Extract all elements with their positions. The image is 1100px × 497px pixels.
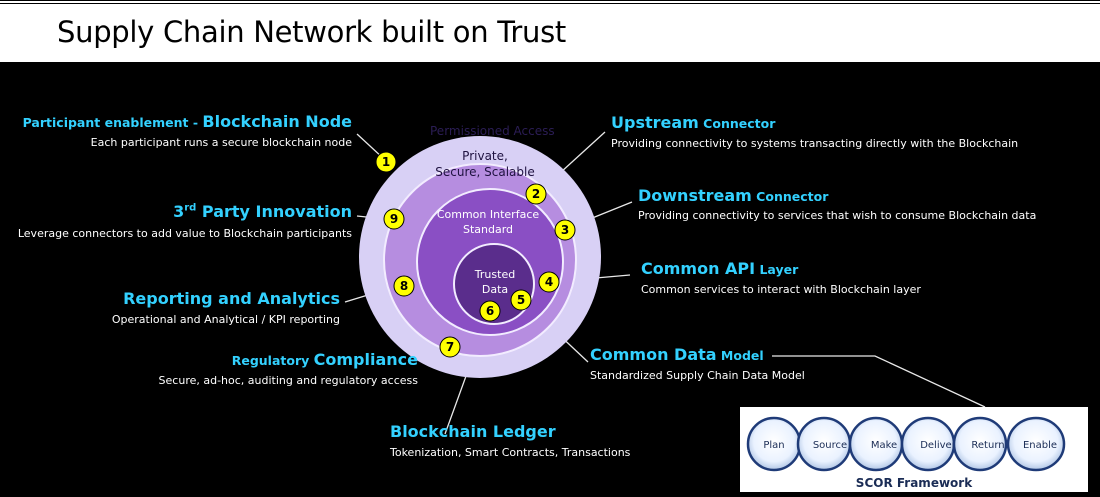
scor-chain: Plan Source Make Deliver Return Enable <box>746 416 1066 472</box>
item-downstream: Downstream Connector <box>638 186 828 205</box>
badge-1: 1 <box>375 151 397 173</box>
item-common-api: Common API Layer <box>641 259 798 278</box>
badge-9: 9 <box>383 208 405 230</box>
scor-step-plan: Plan <box>746 416 802 472</box>
item-reporting: Reporting and Analytics <box>123 289 340 308</box>
svg-text:Return: Return <box>971 440 1004 451</box>
regulatory-desc: Secure, ad-hoc, auditing and regulatory … <box>158 374 418 387</box>
diagram-canvas: Permissioned Access Private, Secure, Sca… <box>0 62 1100 497</box>
svg-text:7: 7 <box>446 340 454 354</box>
svg-text:4: 4 <box>545 275 553 289</box>
svg-text:6: 6 <box>486 304 494 318</box>
item-third-party: 3rd Party Innovation <box>173 202 352 221</box>
title-bar: Supply Chain Network built on Trust <box>0 0 1100 62</box>
badges-svg: 1 2 3 4 5 6 7 8 9 <box>375 151 576 358</box>
badge-6: 6 <box>479 300 501 322</box>
ledger-title: Blockchain Ledger <box>390 422 556 441</box>
ring-third-label-2: Standard <box>462 223 514 236</box>
third-party-title-post: Party Innovation <box>196 202 352 221</box>
blockchain-node-desc: Each participant runs a secure blockchai… <box>90 136 352 149</box>
ring-second-label-1: Private, <box>462 149 508 163</box>
svg-text:Make: Make <box>871 440 897 451</box>
upstream-suffix: Connector <box>698 116 776 131</box>
item-blockchain-node: Participant enablement - Blockchain Node <box>23 112 352 131</box>
svg-text:Deliver: Deliver <box>920 440 956 451</box>
scor-step-enable: Enable <box>1006 416 1066 472</box>
badge-5: 5 <box>510 289 532 311</box>
scor-step-return: Return <box>952 416 1008 472</box>
blockchain-node-title: Blockchain Node <box>202 112 352 131</box>
line-scor <box>772 355 986 408</box>
common-data-desc: Standardized Supply Chain Data Model <box>590 369 805 382</box>
svg-text:3: 3 <box>561 223 569 237</box>
ring-second-label-2: Secure, Scalable <box>435 165 535 179</box>
item-common-data: Common Data Model <box>590 345 764 364</box>
badge-8: 8 <box>393 275 415 297</box>
scor-step-make: Make <box>848 416 904 472</box>
svg-text:9: 9 <box>390 212 398 226</box>
scor-caption: SCOR Framework <box>855 476 973 490</box>
item-regulatory: Regulatory Compliance <box>232 350 418 369</box>
downstream-desc: Providing connectivity to services that … <box>638 209 1037 222</box>
item-upstream: Upstream Connector <box>611 113 775 132</box>
third-party-title-pre: 3 <box>173 202 185 221</box>
svg-text:Enable: Enable <box>1023 440 1057 451</box>
ring-core-label-1: Trusted <box>474 268 516 281</box>
ring-third-label-1: Common Interface <box>436 208 540 221</box>
common-api-desc: Common services to interact with Blockch… <box>641 283 921 296</box>
ring-outer-label: Permissioned Access <box>430 124 555 138</box>
page-title: Supply Chain Network built on Trust <box>57 15 566 49</box>
svg-text:5: 5 <box>517 293 525 307</box>
ring-core-label-2: Data <box>481 283 509 296</box>
svg-text:1: 1 <box>382 155 390 169</box>
common-api-suffix: Layer <box>755 262 799 277</box>
scor-step-deliver: Deliver <box>900 416 957 472</box>
svg-text:8: 8 <box>400 279 408 293</box>
upstream-title: Upstream <box>611 113 699 132</box>
common-api-title: Common API <box>641 259 756 278</box>
item-ledger: Blockchain Ledger <box>390 422 556 441</box>
ledger-desc: Tokenization, Smart Contracts, Transacti… <box>390 446 631 459</box>
scor-step-source: Source <box>796 416 852 472</box>
svg-text:Plan: Plan <box>763 440 784 451</box>
common-data-title: Common Data <box>590 345 717 364</box>
badge-4: 4 <box>538 271 560 293</box>
svg-text:2: 2 <box>532 187 540 201</box>
blockchain-node-prefix: Participant enablement - <box>22 115 203 130</box>
regulatory-prefix: Regulatory <box>231 353 314 368</box>
third-party-title-sup: rd <box>184 202 197 214</box>
downstream-title: Downstream <box>638 186 752 205</box>
regulatory-title: Compliance <box>313 350 418 369</box>
common-data-suffix: Model <box>716 348 764 363</box>
upstream-desc: Providing connectivity to systems transa… <box>611 137 1019 150</box>
reporting-desc: Operational and Analytical / KPI reporti… <box>111 313 340 326</box>
downstream-suffix: Connector <box>751 189 829 204</box>
badge-2: 2 <box>525 183 547 205</box>
title-rule <box>0 3 1100 4</box>
svg-text:Source: Source <box>813 440 847 451</box>
badge-3: 3 <box>554 219 576 241</box>
reporting-title: Reporting and Analytics <box>123 289 340 308</box>
third-party-desc: Leverage connectors to add value to Bloc… <box>17 227 352 240</box>
badge-7: 7 <box>439 336 461 358</box>
